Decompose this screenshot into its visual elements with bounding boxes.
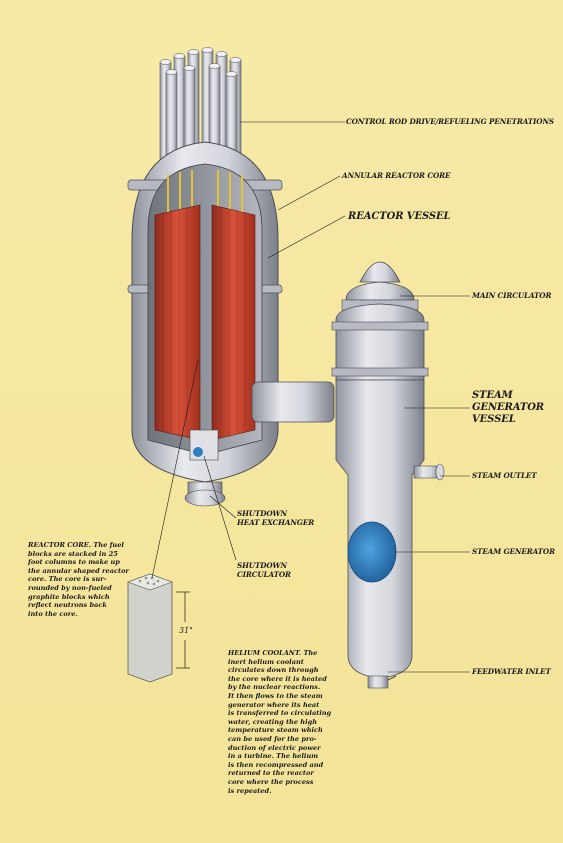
- feedwater-inlet-label: FEEDWATER INLET: [472, 667, 551, 676]
- shutdown-hx-label-2: HEAT EXCHANGER: [237, 518, 315, 527]
- shutdown-circ-label-2: CIRCULATOR: [237, 570, 291, 579]
- main-circulator-label: MAIN CIRCULATOR: [472, 291, 552, 300]
- helium-coolant-description: HELIUM COOLANT. The inert helium coolant…: [228, 649, 332, 795]
- cross-duct: [251, 381, 335, 423]
- steam-generator-label: STEAM GENERATOR: [472, 547, 555, 556]
- steam-generator-vessel: [331, 261, 445, 689]
- reactor-core-description: REACTOR CORE. The fuel blocks are stacke…: [28, 541, 129, 618]
- reactor-vessel: [127, 141, 283, 507]
- reactor-vessel-label: REACTOR VESSEL: [348, 211, 451, 222]
- fuel-block: [127, 573, 173, 683]
- sg-vessel-label-2: GENERATOR: [472, 402, 545, 413]
- leader-lines: [151, 121, 470, 673]
- annular-core-label: ANNULAR REACTOR CORE: [342, 171, 451, 180]
- sg-vessel-label-1: STEAM: [472, 390, 513, 401]
- sg-vessel-label-3: VESSEL: [472, 414, 516, 425]
- shutdown-hx-label-1: SHUTDOWN: [237, 509, 287, 518]
- control-rod-label: CONTROL ROD DRIVE/REFUELING PENETRATIONS: [346, 117, 555, 126]
- dimension-lines: [176, 591, 190, 669]
- shutdown-circ-label-1: SHUTDOWN: [237, 561, 287, 570]
- control-rod-penetrations: [159, 47, 242, 173]
- steam-outlet-label: STEAM OUTLET: [472, 471, 537, 480]
- dimension-label: 31": [179, 626, 193, 635]
